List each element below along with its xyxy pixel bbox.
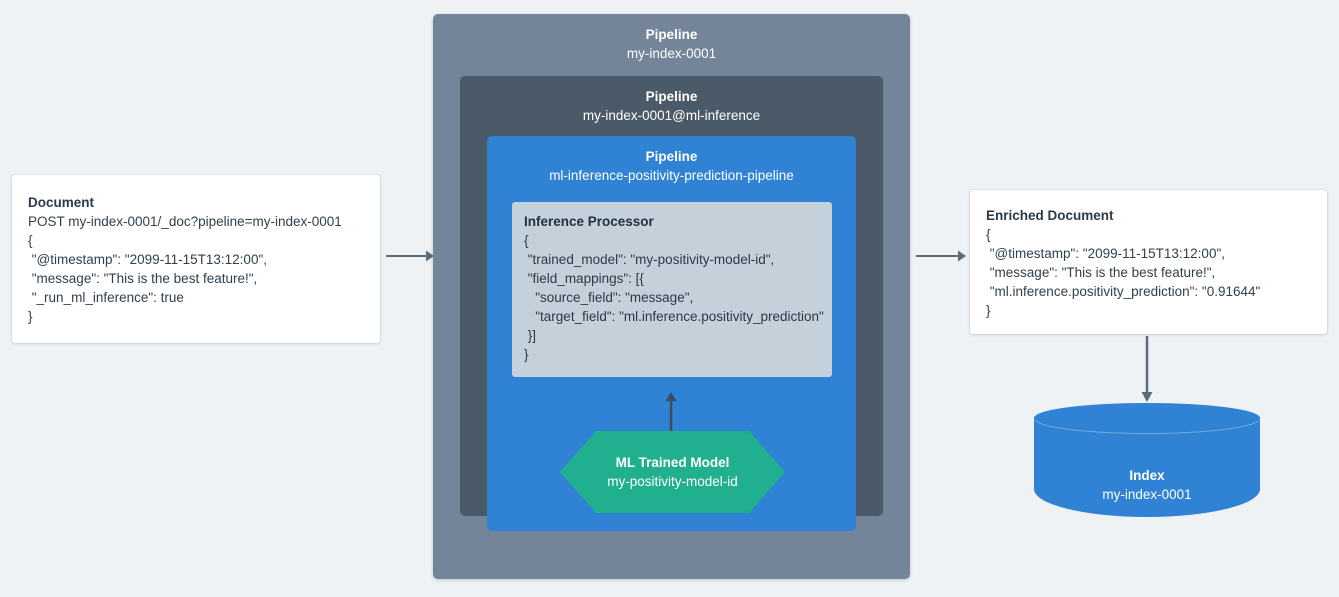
ml-model-label: ML Trained Model: [615, 454, 730, 470]
document-card: Document POST my-index-0001/_doc?pipelin…: [12, 175, 380, 343]
index-cylinder-label: Index my-index-0001: [1034, 466, 1260, 505]
index-cylinder: Index my-index-0001: [1034, 403, 1260, 531]
processor-line-1: "trained_model": "my-positivity-model-id…: [524, 252, 775, 267]
processor-title: Inference Processor: [524, 214, 654, 229]
processor-line-6: }: [524, 347, 529, 362]
pipeline-inner-value: ml-inference-positivity-prediction-pipel…: [549, 168, 794, 183]
processor-line-5: }]: [524, 328, 537, 343]
index-cylinder-top: [1034, 403, 1260, 433]
processor-line-2: "field_mappings": [{: [524, 271, 644, 286]
document-line-5: }: [28, 309, 33, 324]
enriched-document-line-2: "message": "This is the best feature!",: [986, 265, 1216, 280]
pipeline-inner-label: Pipeline: [645, 149, 698, 164]
pipeline-inner-header: Pipeline ml-inference-positivity-predict…: [487, 136, 856, 186]
pipeline-outer-label: Pipeline: [645, 27, 698, 42]
pipeline-outer-header: Pipeline my-index-0001: [433, 14, 910, 64]
document-line-0: POST my-index-0001/_doc?pipeline=my-inde…: [28, 214, 342, 229]
processor-line-4: "target_field": "ml.inference.positivity…: [524, 309, 824, 324]
enriched-document-line-1: "@timestamp": "2099-11-15T13:12:00",: [986, 246, 1225, 261]
document-line-4: "_run_ml_inference": true: [28, 290, 184, 305]
arrow-enriched-document-to-index: [1139, 336, 1155, 402]
processor-line-0: {: [524, 233, 529, 248]
index-label: Index: [1129, 468, 1165, 483]
index-value: my-index-0001: [1102, 487, 1192, 502]
ml-trained-model-hexagon: ML Trained Model my-positivity-model-id: [560, 431, 785, 513]
document-line-3: "message": "This is the best feature!",: [28, 271, 258, 286]
enriched-document-line-0: {: [986, 227, 991, 242]
inference-processor-box: Inference Processor { "trained_model": "…: [512, 202, 832, 377]
document-line-2: "@timestamp": "2099-11-15T13:12:00",: [28, 252, 267, 267]
arrow-document-to-pipeline: [386, 248, 434, 264]
document-title: Document: [28, 195, 95, 210]
pipeline-outer-value: my-index-0001: [626, 46, 717, 61]
enriched-document-card: Enriched Document { "@timestamp": "2099-…: [970, 190, 1327, 334]
document-line-1: {: [28, 233, 33, 248]
enriched-document-line-4: }: [986, 303, 991, 318]
processor-line-3: "source_field": "message",: [524, 290, 694, 305]
pipeline-mid-value: my-index-0001@ml-inference: [582, 108, 761, 123]
enriched-document-title: Enriched Document: [986, 208, 1114, 223]
arrow-ml-model-to-processor: [663, 392, 679, 434]
index-cylinder-body: [1034, 417, 1260, 517]
arrow-pipeline-to-enriched-document: [916, 248, 966, 264]
pipeline-mid-header: Pipeline my-index-0001@ml-inference: [460, 76, 883, 126]
pipeline-mid-label: Pipeline: [645, 89, 698, 104]
enriched-document-line-3: "ml.inference.positivity_prediction": "0…: [986, 284, 1261, 299]
ml-model-value: my-positivity-model-id: [607, 473, 738, 489]
